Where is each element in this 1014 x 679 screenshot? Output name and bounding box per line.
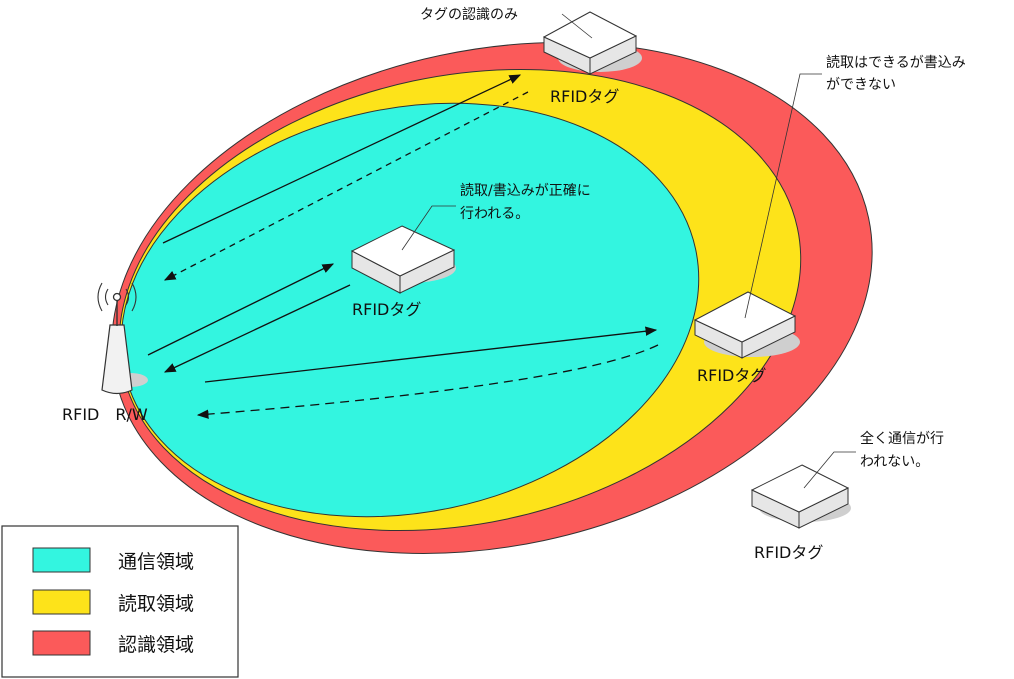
rfid-reader: RFID R/W <box>62 282 148 424</box>
callout-leader <box>401 205 456 251</box>
legend-swatch-communication <box>32 547 91 573</box>
tag-note-line-1: 読取/書込みが正確に <box>460 182 591 199</box>
tag-note-line-1: 読取はできるが書込み <box>826 54 966 71</box>
tag-label: RFIDタグ <box>697 366 766 385</box>
reader-label: RFID R/W <box>62 405 148 424</box>
tag-note-line-2: われない。 <box>860 454 929 470</box>
legend-label-read: 読取領域 <box>118 593 194 615</box>
callout-leader <box>561 13 593 39</box>
signal-arrow-to-tag-1 <box>162 74 522 244</box>
radio-wave-icon <box>104 288 130 306</box>
signal-arrow-to-tag-3 <box>204 326 658 383</box>
rfid-tag-read-write: RFIDタグ 読取/書込みが正確に 行われる。 <box>350 182 591 319</box>
response-arrow-from-tag-2 <box>163 284 351 373</box>
tag-top-face <box>542 11 638 59</box>
tag-note-line-2: 行われる。 <box>460 206 529 222</box>
rfid-tag-no-communication: RFIDタグ 全く通信が行 われない。 <box>750 430 944 562</box>
antenna-tip <box>112 292 122 302</box>
callout-leader <box>744 73 822 319</box>
tag-top-face <box>750 464 850 513</box>
callout-leader <box>803 451 856 489</box>
response-arrow-from-tag-1 <box>163 91 529 281</box>
legend-label-communication: 通信領域 <box>118 551 194 573</box>
tag-top-face <box>350 225 456 277</box>
tag-label: RFIDタグ <box>550 87 619 106</box>
radio-wave-icon <box>97 282 137 312</box>
tag-note-line-2: ができない <box>826 77 896 93</box>
legend-swatch-read <box>32 589 91 615</box>
legend-label-recognition: 認識領域 <box>118 634 194 656</box>
tag-note-line-1: 全く通信が行 <box>860 430 944 447</box>
legend-swatch-recognition <box>32 630 91 656</box>
signal-arrow-to-tag-2 <box>147 263 335 356</box>
tag-label: RFIDタグ <box>754 543 823 562</box>
antenna-body <box>101 324 133 395</box>
response-arrow-from-tag-3 <box>196 344 659 419</box>
rfid-tag-recognition-only: RFIDタグ タグの認識のみ <box>420 7 642 106</box>
tag-label: RFIDタグ <box>352 300 421 319</box>
legend: 通信領域 読取領域 認識領域 <box>1 525 239 678</box>
tag-note-line-1: タグの認識のみ <box>420 7 518 23</box>
rfid-tag-read-only: RFIDタグ 読取はできるが書込み ができない <box>693 54 966 385</box>
